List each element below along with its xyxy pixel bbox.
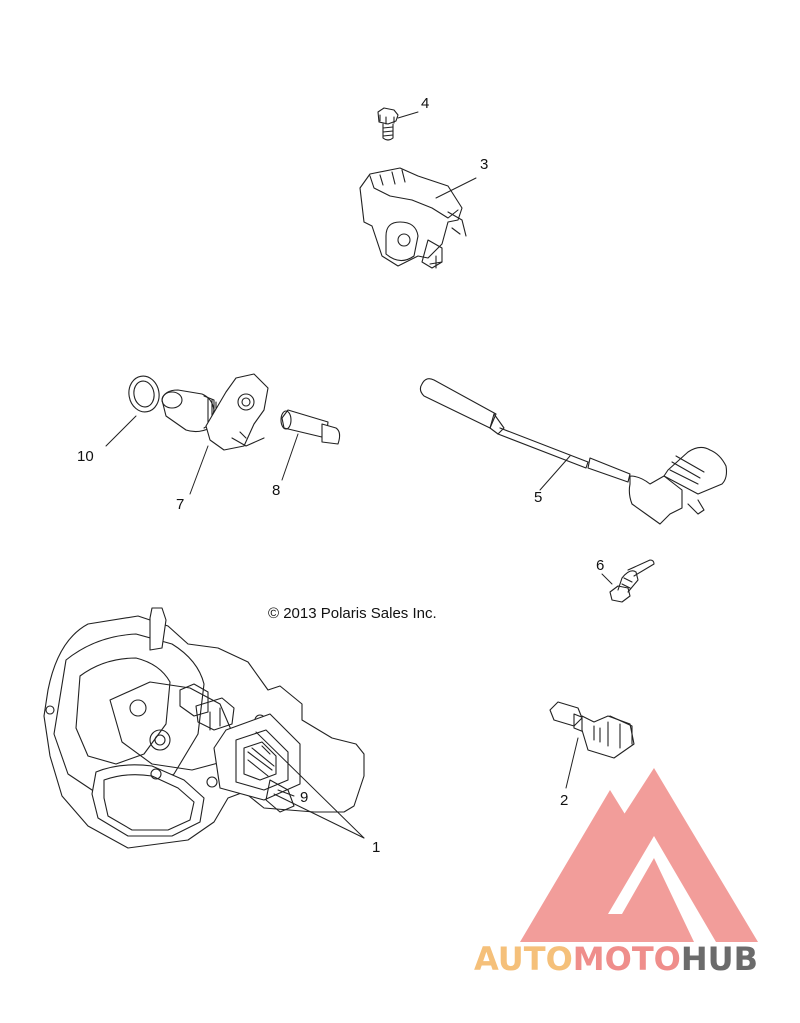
watermark-brand: AUTOMOTOHUB [474, 940, 758, 978]
callout-10: 10 [77, 448, 94, 465]
callout-1: 1 [372, 839, 381, 856]
callout-6: 6 [596, 557, 605, 574]
part-7-cam-sensor [161, 373, 269, 451]
watermark-moto: MOTO [572, 940, 681, 978]
part-1-throttle-body [43, 607, 365, 849]
callout-3: 3 [480, 156, 489, 173]
part-5-speed-sensor [419, 378, 728, 525]
part-6-bolt [609, 559, 655, 603]
callout-8: 8 [272, 482, 281, 499]
copyright-text: © 2013 Polaris Sales Inc. [268, 605, 437, 622]
watermark-hub: HUB [680, 940, 759, 978]
part-3-map-sensor [359, 167, 467, 269]
part-10-o-ring [128, 375, 160, 413]
callout-2: 2 [560, 792, 569, 809]
part-8-sleeve [280, 409, 341, 445]
part-4-bolt [377, 107, 399, 141]
watermark-auto: AUTO [474, 940, 573, 978]
leader-lines [105, 111, 613, 839]
callout-5: 5 [534, 489, 543, 506]
callout-7: 7 [176, 496, 185, 513]
callout-4: 4 [421, 95, 430, 112]
part-2-temp-sensor [549, 701, 635, 759]
watermark-logo [520, 768, 758, 942]
callout-9: 9 [300, 789, 309, 806]
